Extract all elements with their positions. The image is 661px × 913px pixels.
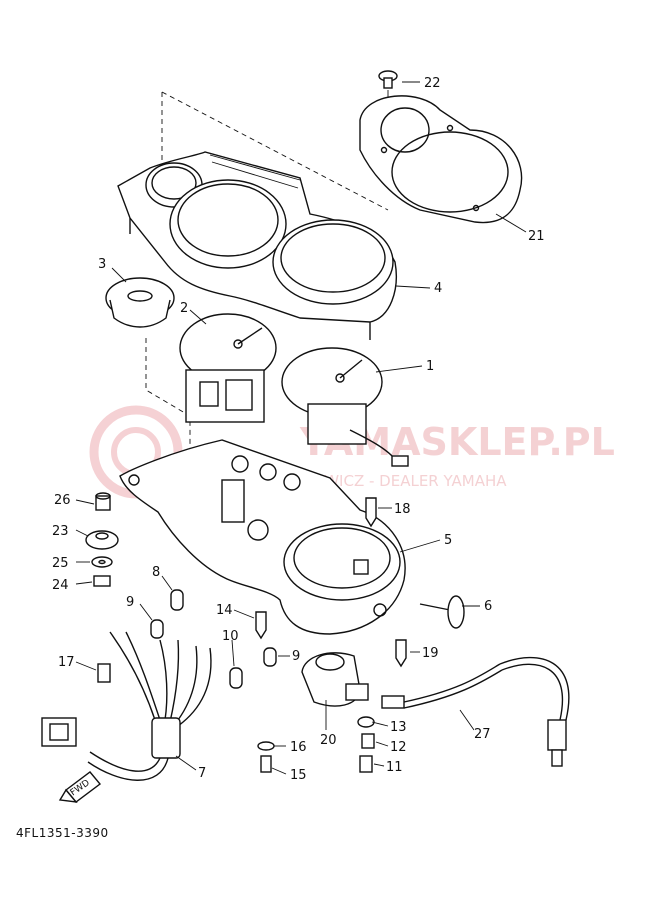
part-3-small-gauge bbox=[105, 277, 175, 328]
part-8-bulb bbox=[170, 589, 184, 611]
callout-17: 17 bbox=[58, 655, 75, 670]
fwd-arrow: FWD bbox=[58, 771, 102, 803]
leader-lines bbox=[75, 81, 527, 775]
callout-24: 24 bbox=[52, 578, 69, 593]
callout-5: 5 bbox=[444, 533, 452, 548]
part-7-wire-harness bbox=[41, 631, 212, 781]
callout-22: 22 bbox=[424, 76, 441, 91]
part-25-washer bbox=[91, 556, 113, 568]
callout-labels: 22 21 3 4 2 1 26 18 23 5 25 24 8 6 9 14 … bbox=[52, 76, 545, 783]
part-19-screw bbox=[395, 639, 407, 668]
part-code: 4FL1351-3390 bbox=[16, 826, 109, 840]
callout-3: 3 bbox=[98, 257, 106, 272]
callout-16: 16 bbox=[290, 740, 307, 755]
part-23-grommet bbox=[85, 530, 119, 550]
callout-10: 10 bbox=[222, 629, 239, 644]
part-20-gear-unit bbox=[301, 652, 369, 707]
part-27-cable bbox=[381, 656, 570, 767]
callout-25: 25 bbox=[52, 556, 69, 571]
callout-19: 19 bbox=[422, 646, 439, 661]
callout-9b: 9 bbox=[292, 649, 300, 664]
callout-6: 6 bbox=[484, 599, 492, 614]
callout-11: 11 bbox=[386, 760, 403, 775]
part-26-collar bbox=[95, 492, 111, 511]
part-5-lower-case bbox=[119, 439, 406, 635]
part-9-bulb-right bbox=[263, 647, 277, 667]
part-14-screw bbox=[255, 611, 267, 640]
part-17-screw bbox=[97, 663, 111, 683]
part-6-knob bbox=[419, 595, 465, 629]
part-11-screw bbox=[359, 755, 373, 773]
part-15-screw bbox=[260, 755, 272, 773]
watermark-tagline: ROWICZ - DEALER YAMAHA bbox=[302, 472, 507, 490]
callout-4: 4 bbox=[434, 281, 442, 296]
callout-27: 27 bbox=[474, 727, 491, 742]
callout-8: 8 bbox=[152, 565, 160, 580]
callout-23: 23 bbox=[52, 524, 69, 539]
part-10-bulb bbox=[229, 667, 243, 689]
callout-12: 12 bbox=[390, 740, 407, 755]
part-13-oring bbox=[357, 716, 375, 728]
part-16-washer bbox=[257, 741, 275, 751]
part-21-cover-plate bbox=[359, 95, 523, 224]
part-24-nut bbox=[93, 575, 111, 587]
callout-21: 21 bbox=[528, 229, 545, 244]
callout-2: 2 bbox=[180, 301, 188, 316]
callout-9a: 9 bbox=[126, 595, 134, 610]
callout-26: 26 bbox=[54, 493, 71, 508]
part-4-meter-housing bbox=[117, 151, 397, 340]
callout-13: 13 bbox=[390, 720, 407, 735]
callout-14: 14 bbox=[216, 603, 233, 618]
callout-1: 1 bbox=[426, 359, 434, 374]
callout-20: 20 bbox=[320, 733, 337, 748]
callout-7: 7 bbox=[198, 766, 206, 781]
part-9-bulb-left bbox=[150, 619, 164, 639]
callout-15: 15 bbox=[290, 768, 307, 783]
part-18-screw bbox=[365, 497, 377, 528]
part-12-screw bbox=[361, 733, 375, 749]
part-1-speedometer bbox=[281, 347, 409, 467]
part-2-tachometer bbox=[179, 313, 277, 423]
callout-18: 18 bbox=[394, 502, 411, 517]
